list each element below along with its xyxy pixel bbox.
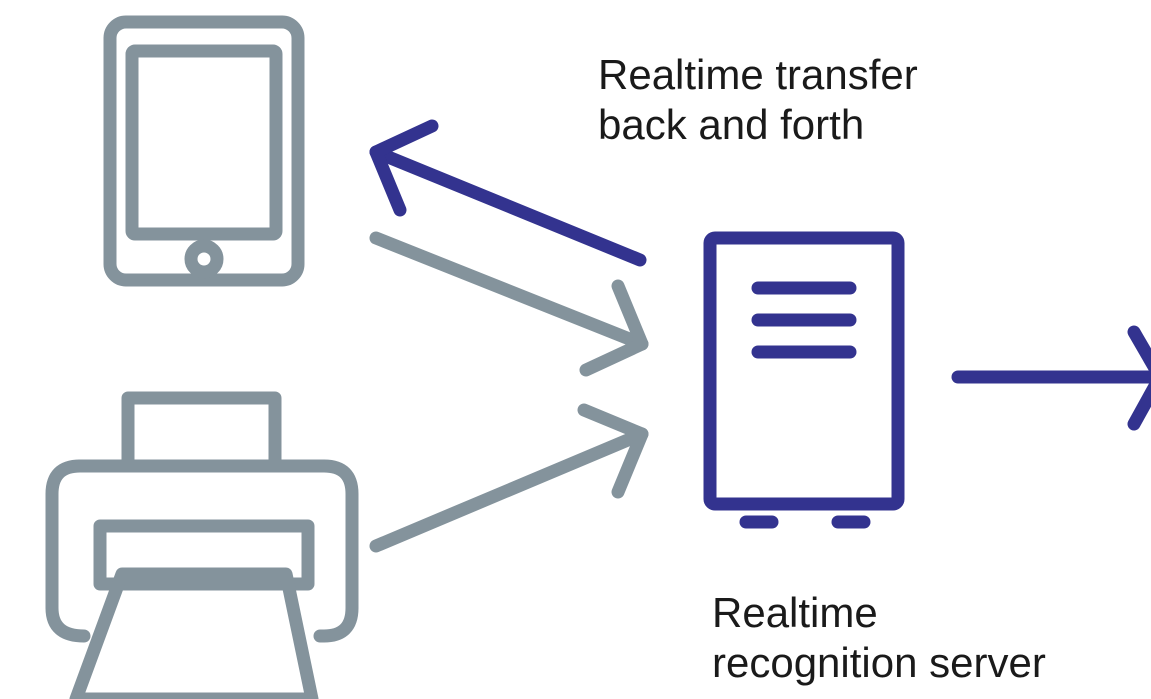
server-icon [703,231,905,529]
arrow-server-to-output [951,325,1151,431]
arrow-server-to-tablet [369,119,647,267]
transfer-label-line-2: back and forth [598,101,865,148]
server-label: Realtime recognition server [712,588,1046,688]
transfer-label: Realtime transfer back and forth [598,50,918,150]
server-label-line-2: recognition server [712,639,1046,686]
transfer-label-line-1: Realtime transfer [598,51,918,98]
arrow-printer-to-server [369,403,649,553]
server-label-line-1: Realtime [712,589,878,636]
arrow-tablet-to-server [369,231,649,377]
printer-icon [45,391,359,699]
tablet-icon [103,15,305,287]
